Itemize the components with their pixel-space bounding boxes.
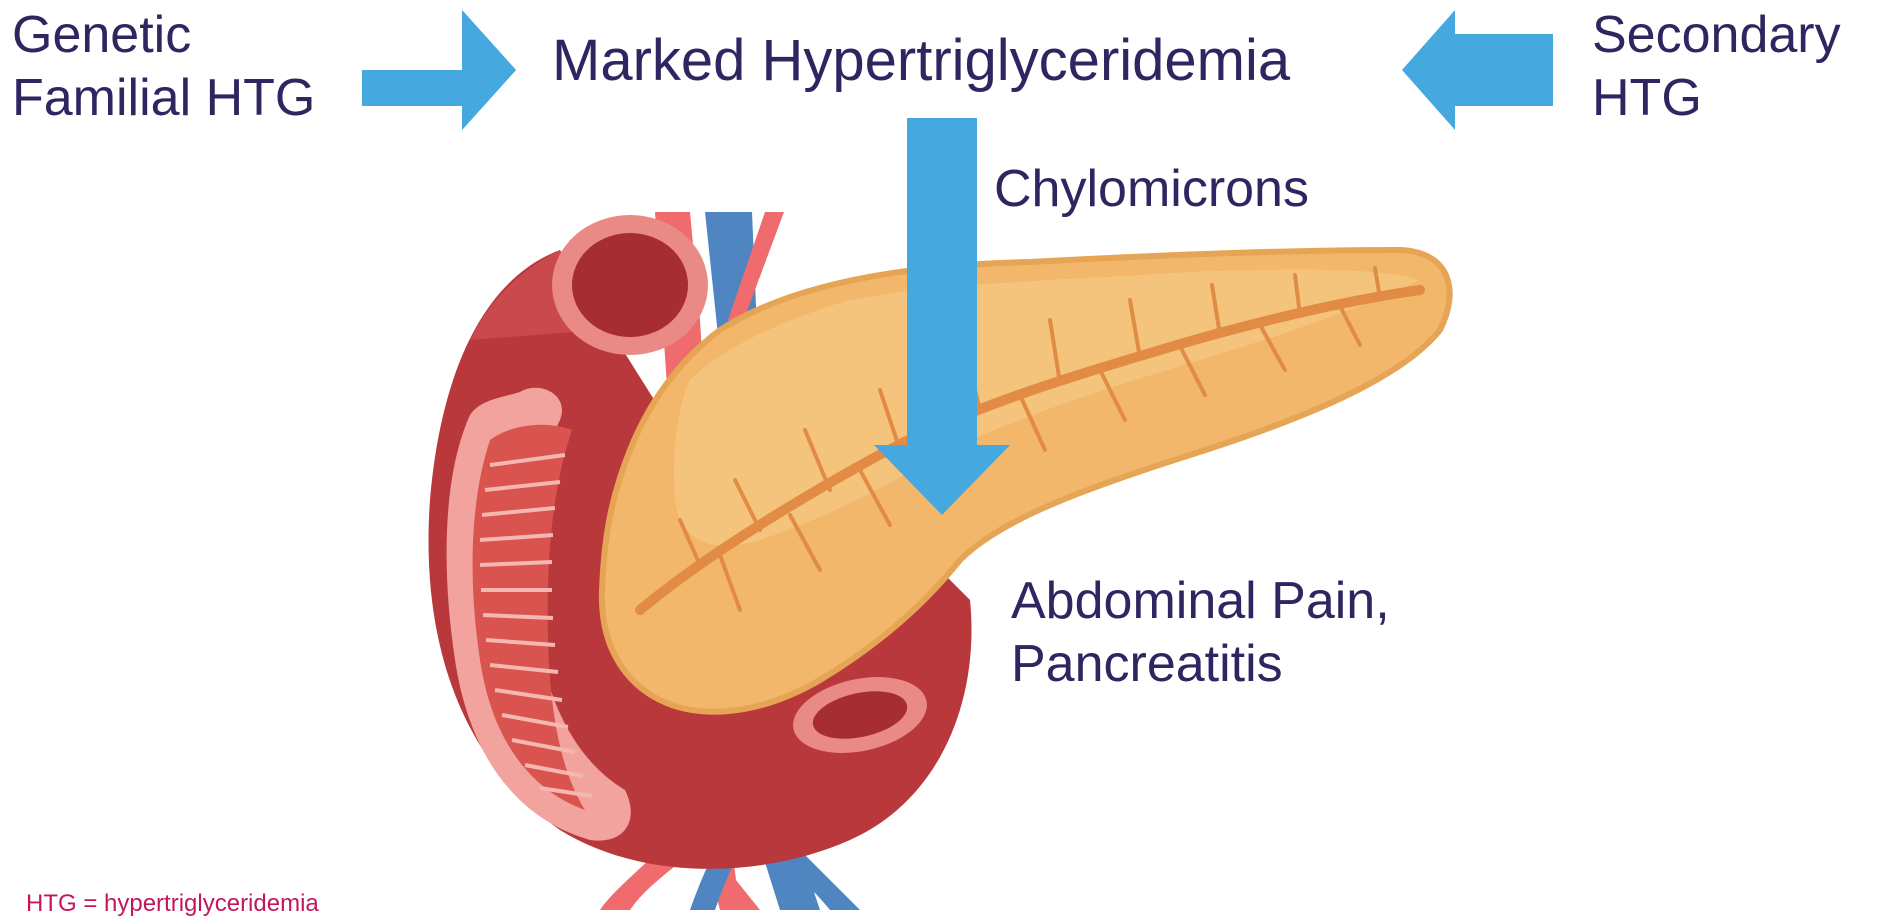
chylomicrons-label: Chylomicrons <box>994 158 1309 221</box>
right-arrow-icon <box>362 10 516 130</box>
left-arrow-icon <box>1402 10 1553 130</box>
abdominal-pain-pancreatitis-label: Abdominal Pain, Pancreatitis <box>1011 570 1390 697</box>
secondary-htg-label: Secondary HTG <box>1592 4 1841 131</box>
genetic-familial-htg-label: Genetic Familial HTG <box>12 4 315 131</box>
marked-hypertriglyceridemia-title: Marked Hypertriglyceridemia <box>552 26 1290 97</box>
htg-abbreviation-footnote: HTG = hypertriglyceridemia <box>26 890 319 918</box>
